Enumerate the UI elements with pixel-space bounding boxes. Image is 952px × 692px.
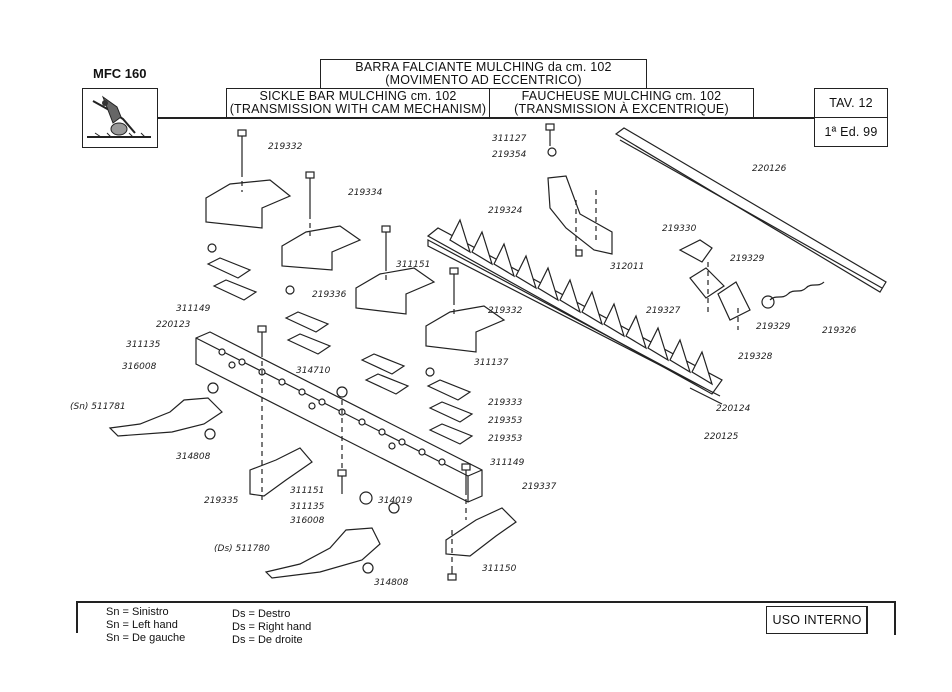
mower-logo-icon <box>87 95 151 138</box>
logo-box <box>82 88 158 148</box>
part-label: (Ds) 511780 <box>214 544 270 554</box>
part-label: 219329 <box>730 254 765 264</box>
footer-rule <box>76 601 896 603</box>
legend-ds-it: Ds = Destro <box>232 608 291 620</box>
part-label: 311151 <box>290 486 325 496</box>
part-label: 220125 <box>704 432 739 442</box>
model-label: MFC 160 <box>93 66 147 81</box>
part-label: 314019 <box>378 496 413 506</box>
part-label: 314710 <box>296 366 331 376</box>
part-label: 219324 <box>488 206 523 216</box>
part-label: 219332 <box>488 306 523 316</box>
footer-right-edge <box>894 601 896 635</box>
part-label: 219333 <box>488 398 523 408</box>
legend-left-hand: Sn = Sinistro Sn = Left hand Sn = De gau… <box>106 606 185 645</box>
part-label: 314808 <box>176 452 211 462</box>
part-label: 219353 <box>488 416 523 426</box>
part-label: 219327 <box>646 306 681 316</box>
part-label: 219337 <box>522 482 557 492</box>
internal-use-box: USO INTERNO <box>766 606 868 634</box>
internal-use-label: USO INTERNO <box>772 612 862 627</box>
edition-label: 1ª Ed. 99 <box>824 124 878 139</box>
legend-sn-fr: Sn = De gauche <box>106 632 186 644</box>
title-fr-2: (TRANSMISSION À EXCENTRIQUE) <box>514 102 729 116</box>
part-label: 311151 <box>396 260 431 270</box>
part-label: 219353 <box>488 434 523 444</box>
title-it-2: (MOVIMENTO AD ECCENTRICO) <box>385 73 582 87</box>
part-label: 219328 <box>738 352 773 362</box>
part-label: 219334 <box>348 188 383 198</box>
part-label: 311127 <box>492 134 527 144</box>
part-label: 311149 <box>176 304 211 314</box>
table-number-box: TAV. 12 <box>814 88 888 118</box>
internal-use-divider <box>866 606 868 634</box>
part-label: 219354 <box>492 150 527 160</box>
legend-right-hand: Ds = Destro Ds = Right hand Ds = De droi… <box>232 608 311 647</box>
part-label: 316008 <box>290 516 325 526</box>
part-label: 219335 <box>204 496 239 506</box>
part-label: 220126 <box>752 164 787 174</box>
part-label: 312011 <box>610 262 645 272</box>
part-label: 219336 <box>312 290 347 300</box>
table-number: TAV. 12 <box>829 95 873 110</box>
part-label: 314808 <box>374 578 409 588</box>
legend-sn-en: Sn = Left hand <box>106 619 178 631</box>
part-label: 220123 <box>156 320 191 330</box>
title-english: SICKLE BAR MULCHING cm. 102 (TRANSMISSIO… <box>226 88 490 118</box>
part-label: 219329 <box>756 322 791 332</box>
part-label: 311135 <box>126 340 161 350</box>
part-label: 316008 <box>122 362 157 372</box>
part-label: 220124 <box>716 404 751 414</box>
part-label: 311149 <box>490 458 525 468</box>
part-label: 311135 <box>290 502 325 512</box>
title-en-2: (TRANSMISSION WITH CAM MECHANISM) <box>229 102 487 116</box>
part-label: 311150 <box>482 564 517 574</box>
title-en-1: SICKLE BAR MULCHING cm. 102 <box>259 89 457 103</box>
part-label: 219326 <box>822 326 857 336</box>
part-label: 219330 <box>662 224 697 234</box>
footer-left-bracket <box>76 601 78 633</box>
part-label: 219332 <box>268 142 303 152</box>
edition-box: 1ª Ed. 99 <box>814 117 888 147</box>
part-label: 311137 <box>474 358 509 368</box>
title-it-1: BARRA FALCIANTE MULCHING da cm. 102 <box>355 60 612 74</box>
part-label: (Sn) 511781 <box>70 402 126 412</box>
title-fr-1: FAUCHEUSE MULCHING cm. 102 <box>521 89 722 103</box>
legend-ds-fr: Ds = De droite <box>232 634 303 646</box>
title-french: FAUCHEUSE MULCHING cm. 102 (TRANSMISSION… <box>489 88 754 118</box>
legend-ds-en: Ds = Right hand <box>232 621 312 633</box>
legend-sn-it: Sn = Sinistro <box>106 606 169 618</box>
